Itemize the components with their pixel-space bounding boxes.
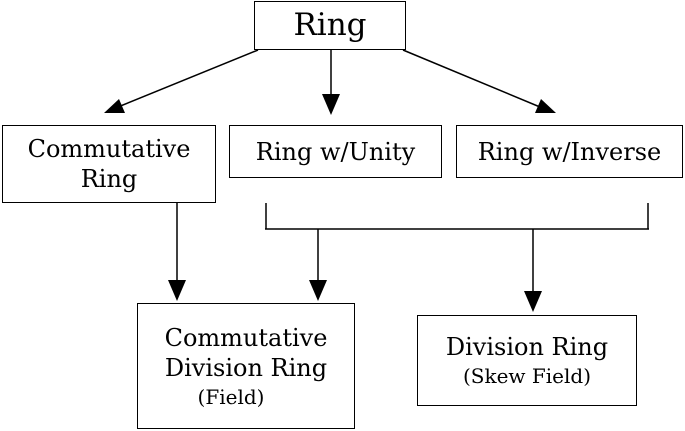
node-ring-with-unity: Ring w/Unity	[229, 125, 442, 178]
node-cdr-line3: (Field)	[197, 384, 265, 409]
node-ring-label: Ring	[293, 7, 367, 44]
edge-ring-to-commutative-ring	[117, 49, 259, 108]
node-ring-with-unity-label: Ring w/Unity	[255, 137, 416, 166]
node-cdr-line2: Division Ring	[164, 353, 328, 382]
node-division-ring-line2: (Skew Field)	[462, 364, 592, 388]
arrowhead	[535, 99, 556, 113]
node-cdr-line1: Commutative	[164, 323, 328, 352]
node-commutative-ring-line2: Ring	[80, 165, 138, 193]
edge-ring-to-ring-with-inverse	[402, 49, 541, 108]
arrowhead	[309, 280, 327, 301]
arrowhead	[168, 280, 186, 301]
arrowhead	[524, 291, 542, 312]
node-division-ring: Division Ring (Skew Field)	[417, 315, 637, 406]
node-division-ring-line1: Division Ring	[445, 333, 609, 361]
node-ring-with-inverse-label: Ring w/Inverse	[477, 137, 662, 166]
node-commutative-division-ring: Commutative Division Ring (Field)	[137, 303, 355, 429]
arrowhead	[104, 99, 125, 113]
node-ring: Ring	[254, 1, 406, 50]
node-commutative-ring: Commutative Ring	[2, 125, 216, 203]
node-commutative-ring-line1: Commutative	[27, 135, 191, 163]
node-ring-with-inverse: Ring w/Inverse	[456, 125, 683, 178]
arrowhead	[322, 94, 340, 115]
